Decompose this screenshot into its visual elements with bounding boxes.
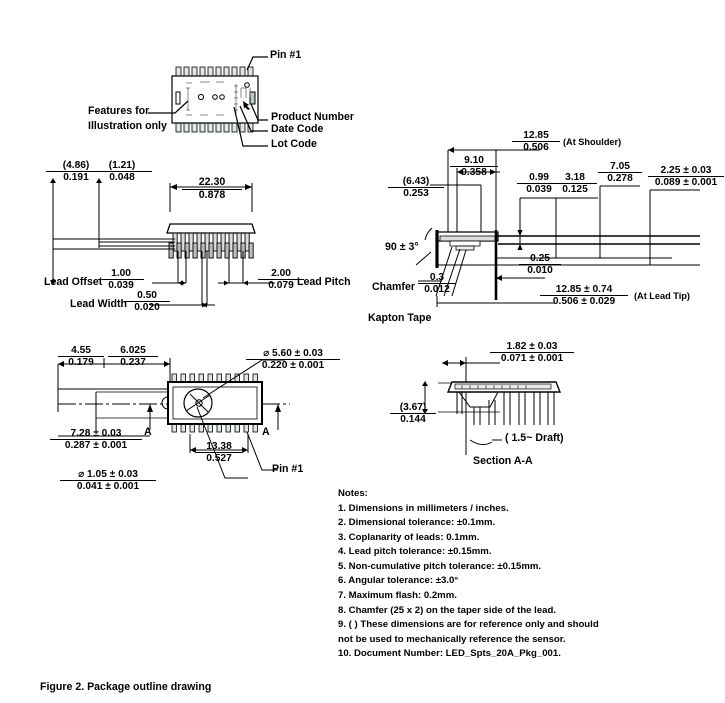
note-item: 7. Maximum flash: 0.2mm. [338,590,457,602]
note-item: 5. Non-cumulative pitch tolerance: ±0.15… [338,560,542,572]
dim-lead-pitch: 2.00 0.079 [258,268,304,292]
label-lead-offset: Lead Offset [44,276,103,288]
notes-heading: Notes: [338,488,368,499]
label-lead-width: Lead Width [70,298,127,310]
dim-0-25: 0.25 0.010 [519,253,561,277]
dim-9-10: 9.10 0.358 [450,155,498,179]
dim-body-length: 22.30 0.878 [182,176,242,202]
dim-12-85-shoulder: 12.85 0.506 [512,130,560,154]
label-section-mark-right: A [262,426,270,438]
dim-dia-1-05: ⌀ 1.05 ± 0.03 0.041 ± 0.001 [60,469,156,493]
dim-7-05: 7.05 0.278 [598,161,642,185]
callout-pin-1: Pin #1 [270,49,302,61]
dim-12-85-lead-tip: 12.85 ± 0.74 0.506 ± 0.029 [540,284,628,308]
note-item: 8. Chamfer (25 x 2) on the taper side of… [338,604,557,616]
label-chamfer: Chamfer [372,281,415,293]
dim-0-99: 0.99 0.039 [517,172,561,196]
label-lead-pitch: Lead Pitch [297,276,351,288]
section-aa-title: Section A-A [473,455,533,467]
figure-caption: Figure 2. Package outline drawing [40,681,212,693]
label-kapton-tape: Kapton Tape [368,312,432,324]
callout-features-line1: Features for [88,105,150,117]
illustration-package [148,56,268,147]
dim-ref-6-43: (6.43) 0.253 [388,176,444,200]
dim-lead-width: 0.50 0.020 [124,290,170,314]
section-aa-geometry [422,357,562,455]
callout-product-number: Product Number [271,111,354,123]
note-item: 1. Dimensions in millimeters / inches. [338,502,509,514]
note-item: 3. Coplanarity of leads: 0.1mm. [338,531,480,543]
notes-block: Notes: 1. Dimensions in millimeters / in… [338,487,599,662]
cross-section-geometry [415,147,700,307]
note-item: 10. Document Number: LED_Spts_20A_Pkg_00… [338,648,561,660]
dim-ref-1-21: (1.21) 0.048 [92,160,152,184]
callout-features-line2: Illustration only [88,120,167,132]
dim-3-18: 3.18 0.125 [553,172,597,196]
dim-4-55: 4.55 0.179 [58,345,104,369]
label-at-shoulder: (At Shoulder) [563,137,622,147]
callout-date-code: Date Code [271,123,324,135]
dim-2-25: 2.25 ± 0.03 0.089 ± 0.001 [648,165,724,189]
callout-lot-code: Lot Code [271,138,317,150]
side-view-geometry [50,178,275,308]
label-at-lead-tip: (At Lead Tip) [634,291,690,301]
note-item: 2. Dimensional tolerance: ±0.1mm. [338,517,496,529]
dim-13-38: 13.38 0.527 [196,441,242,465]
top-view-geometry [57,358,290,479]
dim-ref-3-67: (3.67) 0.144 [390,402,436,426]
label-draft: ( 1.5~ Draft) [505,432,564,444]
dim-dia-5-60: ⌀ 5.60 ± 0.03 0.220 ± 0.001 [246,348,340,372]
dim-chamfer: 0.3 0.012 [418,272,456,296]
note-item: 9. ( ) These dimensions are for referenc… [338,619,599,631]
note-item: not be used to mechanically reference th… [338,633,566,645]
label-section-mark-left: A [144,426,152,438]
note-item: 4. Lead pitch tolerance: ±0.15mm. [338,546,492,558]
dim-7-28: 7.28 ± 0.03 0.287 ± 0.001 [50,428,142,452]
dim-6-025: 6.025 0.237 [108,345,158,369]
dim-ref-4-86: (4.86) 0.191 [46,160,106,184]
label-angle: 90 ± 3° [385,241,419,253]
note-item: 6. Angular tolerance: ±3.0° [338,575,459,587]
dim-1-82: 1.82 ± 0.03 0.071 ± 0.001 [490,341,574,365]
dim-lead-offset: 1.00 0.039 [98,268,144,292]
label-pin-1-top-view: Pin #1 [272,463,304,475]
